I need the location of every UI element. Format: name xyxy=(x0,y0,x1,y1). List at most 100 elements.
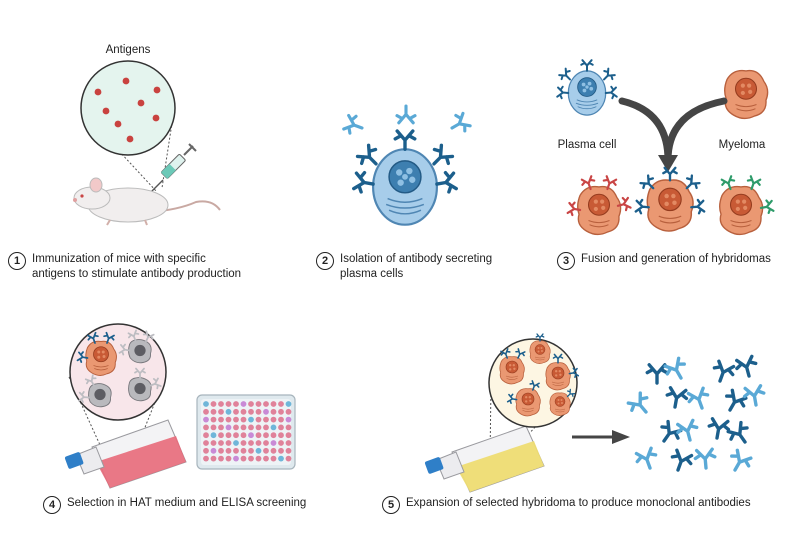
elisa-well xyxy=(248,440,254,446)
elisa-well xyxy=(255,455,262,462)
elisa-well xyxy=(218,416,224,423)
elisa-well xyxy=(225,416,232,423)
elisa-well xyxy=(218,455,224,462)
step-4-illustration xyxy=(64,323,296,489)
elisa-well xyxy=(248,408,254,415)
elisa-well xyxy=(203,416,209,423)
elisa-well xyxy=(225,432,232,439)
elisa-well xyxy=(233,408,239,415)
elisa-well xyxy=(255,440,262,446)
elisa-well xyxy=(218,447,224,454)
free-antibodies xyxy=(341,104,473,139)
elisa-well xyxy=(210,401,217,407)
elisa-well xyxy=(225,401,232,407)
antibody-icon xyxy=(719,387,750,417)
elisa-well xyxy=(270,416,277,423)
antigens-label: Antigens xyxy=(106,44,151,56)
elisa-well xyxy=(210,440,217,446)
elisa-well xyxy=(255,401,262,407)
antibody-icon xyxy=(663,385,690,411)
elisa-plate xyxy=(196,394,296,470)
elisa-well xyxy=(225,455,232,462)
elisa-well xyxy=(240,447,247,454)
antibody-icon xyxy=(733,354,761,381)
elisa-well xyxy=(270,408,277,415)
elisa-well xyxy=(248,401,254,407)
step-4-number: 4 xyxy=(43,496,61,514)
elisa-well xyxy=(255,408,262,415)
elisa-well xyxy=(233,455,239,462)
elisa-well xyxy=(203,447,209,454)
elisa-well xyxy=(233,401,239,407)
step-5-text-line1: Expansion of selected hybridoma to produ… xyxy=(406,497,751,509)
step-3-illustration: Plasma cell Myeloma xyxy=(556,59,775,236)
elisa-well xyxy=(203,432,209,439)
mouse-icon xyxy=(73,177,221,226)
elisa-well xyxy=(225,440,232,446)
antibody-icon xyxy=(684,385,713,414)
fusion-arrow xyxy=(618,97,728,172)
elisa-well xyxy=(218,401,224,407)
step-5-illustration xyxy=(424,333,768,493)
step-4-text-line1: Selection in HAT medium and ELISA screen… xyxy=(67,497,307,509)
elisa-well xyxy=(263,424,269,431)
elisa-well xyxy=(210,455,217,462)
elisa-well xyxy=(210,416,217,423)
elisa-well xyxy=(218,424,224,431)
syringe-icon xyxy=(149,143,197,194)
elisa-well xyxy=(210,408,217,415)
antibody-icon xyxy=(724,447,755,477)
elisa-well xyxy=(278,455,284,462)
elisa-well xyxy=(278,440,284,446)
elisa-well xyxy=(255,416,262,423)
elisa-well xyxy=(210,424,217,431)
elisa-well xyxy=(285,455,292,462)
elisa-well xyxy=(263,432,269,439)
elisa-well xyxy=(278,416,284,423)
elisa-well xyxy=(285,440,292,446)
myeloma-label: Myeloma xyxy=(719,139,766,151)
elisa-well xyxy=(233,416,239,423)
elisa-well xyxy=(240,416,247,423)
elisa-well xyxy=(278,424,284,431)
elisa-well xyxy=(285,447,292,454)
elisa-well xyxy=(263,401,269,407)
antibody-icon xyxy=(724,419,755,450)
elisa-well xyxy=(203,408,209,415)
step-1-text-line1: Immunization of mice with specific xyxy=(32,253,206,265)
elisa-well xyxy=(285,401,292,407)
elisa-well xyxy=(263,440,269,446)
step-2-number: 2 xyxy=(316,252,334,270)
elisa-wells xyxy=(203,401,292,462)
elisa-well xyxy=(270,447,277,454)
antibody-icon xyxy=(661,355,692,385)
antigen-magnified-view xyxy=(80,60,176,156)
elisa-well xyxy=(255,424,262,431)
elisa-well xyxy=(270,455,277,462)
hybridoma-blue xyxy=(634,166,706,232)
elisa-well xyxy=(240,440,247,446)
elisa-well xyxy=(203,455,209,462)
plasma-cell-large xyxy=(351,129,459,226)
elisa-well xyxy=(240,408,247,415)
elisa-well xyxy=(225,408,232,415)
elisa-well xyxy=(270,401,277,407)
elisa-well xyxy=(203,401,209,407)
elisa-well xyxy=(240,455,247,462)
elisa-well xyxy=(210,432,217,439)
elisa-well xyxy=(203,440,209,446)
elisa-well xyxy=(263,408,269,415)
antibody-icon xyxy=(632,445,661,474)
expansion-arrow xyxy=(572,430,630,444)
elisa-well xyxy=(218,432,224,439)
antibody-icon xyxy=(674,418,702,445)
elisa-well xyxy=(263,416,269,423)
hybridoma-red xyxy=(566,174,632,236)
elisa-well xyxy=(248,455,254,462)
elisa-well xyxy=(285,432,292,439)
culture-flask-pink xyxy=(64,419,187,489)
elisa-well xyxy=(203,424,209,431)
